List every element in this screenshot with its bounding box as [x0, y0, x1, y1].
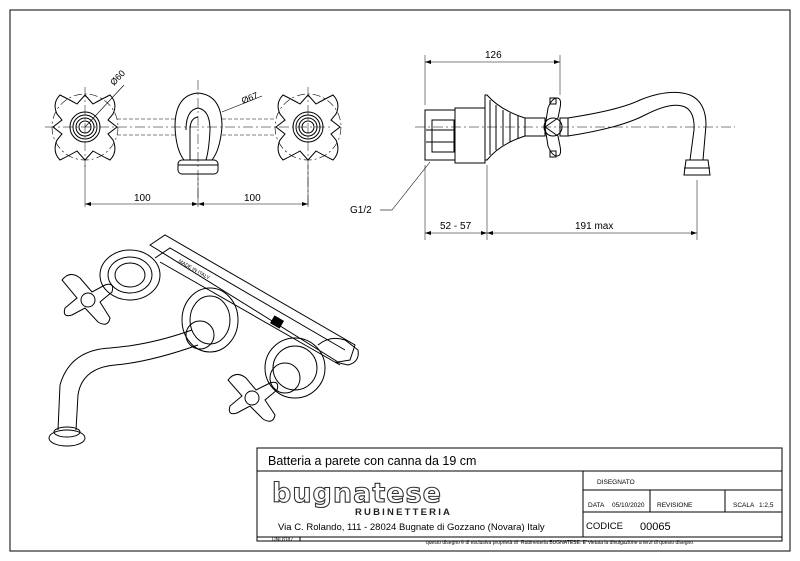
dim-overall-depth: 126 [485, 50, 502, 61]
dim-spout-reach: 191 max [575, 221, 613, 232]
brand-logo: bugnatese [272, 478, 442, 509]
isometric-view: MADE IN ITALY [48, 234, 359, 447]
dim-spacing-left: 100 [134, 193, 151, 204]
dim-dia-escutcheon: Ø67 [240, 90, 260, 106]
side-view [380, 55, 735, 240]
dim-dia-handle: Ø60 [108, 68, 127, 87]
drawing-title: Batteria a parete con canna da 19 cm [268, 454, 476, 468]
scala-label: SCALA [733, 502, 755, 509]
data-value: 05/10/2020 [612, 502, 645, 509]
sheet-frame [9, 9, 791, 552]
dim-spacing-right: 100 [244, 193, 261, 204]
revisione-label: REVISIONE [657, 502, 693, 509]
disegnato-label: DISEGNATO [597, 479, 635, 486]
codice-value: 00065 [640, 521, 671, 533]
company-address: Via C. Rolando, 111 - 28024 Bugnate di G… [278, 522, 545, 533]
dim-wall-adjust: 52 - 57 [440, 221, 472, 232]
center-spout-front [174, 80, 223, 200]
disclaimer-right: Rubinetteria BUGNATESE. E' vietata la di… [521, 540, 693, 546]
title-block [256, 447, 783, 542]
data-label: DATA [588, 502, 605, 509]
scala-value: 1:2,5 [759, 502, 774, 509]
disclaimer-left: questo disegno è di esclusiva proprietà … [426, 540, 518, 546]
uni-reference: UNI 8187 [272, 537, 293, 543]
codice-label: CODICE [586, 521, 623, 532]
brand-subtitle: RUBINETTERIA [355, 507, 452, 518]
right-handle [274, 87, 342, 205]
front-view [45, 80, 342, 207]
dim-thread: G1/2 [350, 205, 372, 216]
